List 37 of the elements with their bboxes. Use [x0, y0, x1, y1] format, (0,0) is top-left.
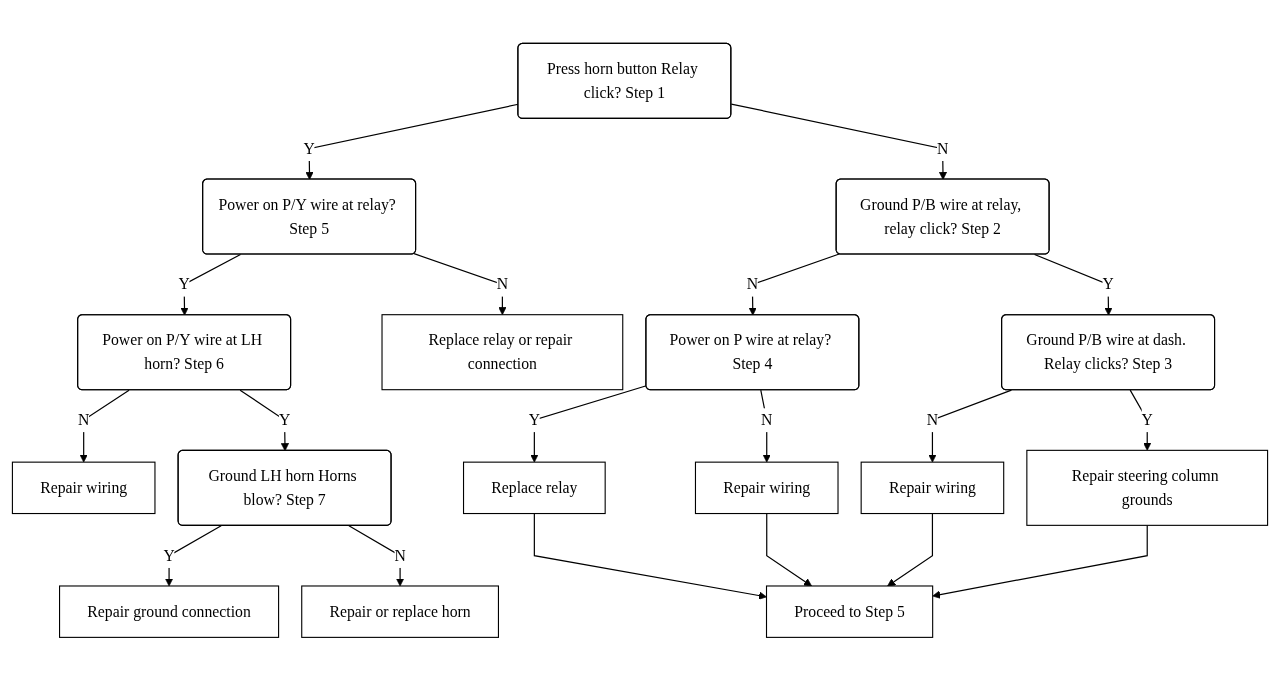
- edge-label: Y: [528, 410, 541, 429]
- node-box: Repair wiring: [11, 461, 156, 514]
- edge-label: N: [761, 410, 773, 429]
- arrow: [1033, 253, 1113, 316]
- arrow: [928, 389, 1013, 463]
- node-box: Repair wiring: [860, 461, 1005, 514]
- arrow: [748, 253, 840, 316]
- arrow: [932, 524, 1148, 599]
- edge-label: N: [496, 274, 509, 293]
- edge-label: N: [926, 410, 939, 429]
- arrow: [413, 252, 507, 315]
- edge-label: Y: [178, 274, 190, 293]
- arrow: [766, 512, 812, 586]
- edge-label: N: [394, 546, 406, 564]
- node-box: Repair wiring: [694, 461, 839, 514]
- node-box: Repair ground connection: [59, 585, 280, 638]
- node-box: Replace relay: [462, 461, 606, 514]
- edge-label: Y: [303, 139, 315, 157]
- arrow: [533, 512, 767, 600]
- node-box: Repair or replace horn: [301, 585, 499, 638]
- edge-label: Y: [278, 410, 291, 429]
- node-box: Proceed to Step 5: [765, 585, 934, 638]
- arrow: [348, 524, 405, 586]
- arrow: [180, 253, 242, 316]
- arrow: [887, 512, 934, 586]
- arrow: [79, 389, 130, 463]
- node-box: Replace relay or repair connection: [381, 313, 624, 390]
- edge-label: Y: [163, 546, 175, 564]
- arrow: [730, 103, 948, 180]
- edge-label: N: [78, 410, 90, 429]
- edge-label: N: [746, 274, 759, 293]
- arrow: [760, 389, 771, 463]
- edge-label: Y: [1102, 274, 1114, 293]
- edge-label: Y: [1141, 410, 1153, 429]
- edge-label: N: [936, 139, 949, 157]
- node-box: Repair steering column grounds: [1026, 449, 1269, 526]
- arrow: [530, 384, 647, 463]
